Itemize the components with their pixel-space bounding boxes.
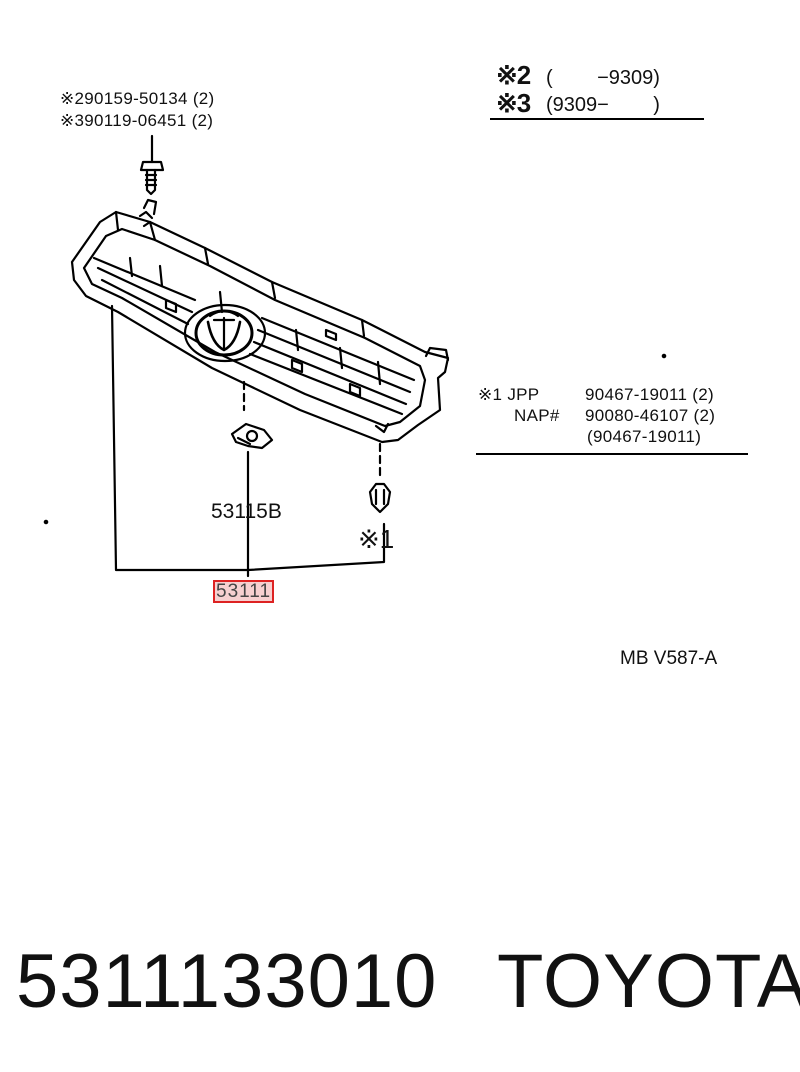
clip-ref-label: ※1 [358,524,395,554]
footer-brand: TOYOTA [497,939,800,1024]
clip-note-row1-mark: ※1 JPP [478,385,540,404]
fastener-callout-2: ※390119-06451 (2) [60,111,214,130]
clip-drawing [368,442,392,514]
diagram-code-label: MB V587-A [620,648,718,669]
header-underline [490,118,704,120]
footer-part-number: 5311133010 [16,939,438,1024]
note-2-mark: ※2 [496,60,531,90]
bracket-part-label: 53115B [211,500,282,523]
grille-part-label-highlighted[interactable]: 53111 [213,580,275,603]
fastener-callout-1: ※290159-50134 (2) [60,89,215,108]
note-2-range: ( −9309) [546,67,660,89]
screw-fastener-drawing [139,134,165,196]
note-3-range: (9309− ) [546,94,660,116]
clip-note-row2-mark: NAP# [514,406,560,425]
clip-note-row3-part: (90467-19011) [587,427,702,446]
clip-note-row1-part: 90467-19011 (2) [585,385,714,404]
clip-note-underline [476,453,748,455]
clip-note-row2-part: 90080-46107 (2) [585,406,716,425]
note-3-mark: ※3 [496,88,531,118]
bracket-53115b-drawing [230,380,274,578]
radiator-grille-drawing [70,198,450,444]
grille-leader-lines [110,304,386,572]
